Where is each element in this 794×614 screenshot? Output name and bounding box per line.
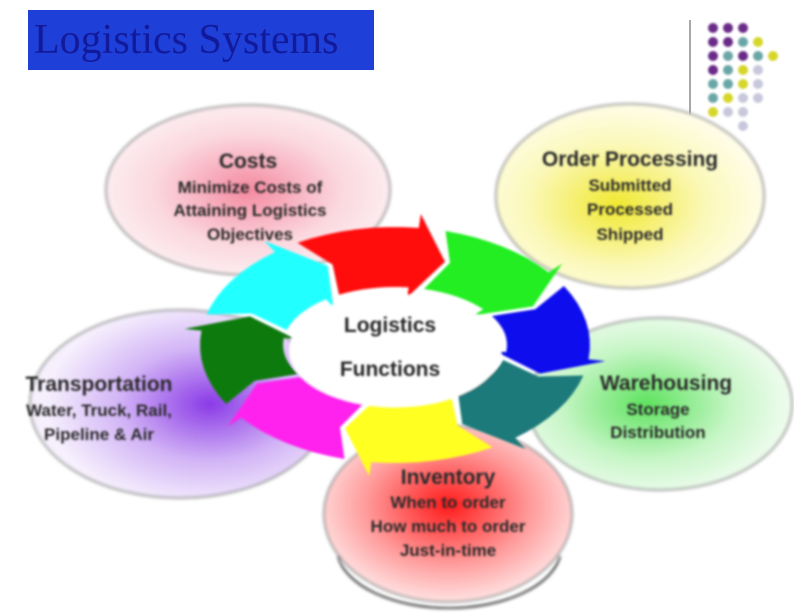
inventory-outline-bottom bbox=[337, 555, 561, 609]
decoration-dot bbox=[723, 93, 733, 103]
ring-arrow-segment bbox=[424, 231, 563, 316]
ring-arrow-segment bbox=[345, 392, 493, 476]
decoration-dot bbox=[738, 79, 748, 89]
node-inventory-title: Inventory bbox=[401, 466, 496, 489]
decoration-dot bbox=[738, 65, 748, 75]
decoration-dot bbox=[723, 65, 733, 75]
ring-arrow-segment bbox=[492, 286, 606, 374]
node-inventory-line: How much to order bbox=[371, 517, 526, 536]
decoration-dot bbox=[753, 51, 763, 61]
decoration-dot bbox=[708, 79, 718, 89]
decoration-dot bbox=[723, 79, 733, 89]
decoration-dot bbox=[708, 51, 718, 61]
decoration-dot bbox=[738, 23, 748, 33]
node-costs-line: Attaining Logistics bbox=[174, 201, 327, 220]
ring-center bbox=[289, 295, 501, 407]
ring-arrow-segment bbox=[206, 241, 334, 330]
node-costs-line: Minimize Costs of bbox=[178, 178, 323, 197]
slide-title: Logistics Systems bbox=[34, 17, 339, 63]
center-label-line2: Functions bbox=[340, 358, 440, 381]
node-order-processing-line: Submitted bbox=[588, 176, 671, 195]
title-banner: Logistics Systems bbox=[28, 10, 374, 70]
decoration-dot bbox=[738, 93, 748, 103]
node-inventory-line: Just-in-time bbox=[400, 541, 496, 560]
decoration-dot bbox=[723, 51, 733, 61]
node-order-processing-title: Order Processing bbox=[542, 148, 718, 171]
ring-arrow-segment bbox=[456, 360, 584, 449]
decoration-dot bbox=[708, 65, 718, 75]
ring-arrow-segment bbox=[297, 214, 445, 298]
decoration-dot bbox=[753, 93, 763, 103]
arrow-ring bbox=[184, 214, 606, 476]
decoration-dot bbox=[738, 121, 748, 131]
node-inventory-line: When to order bbox=[390, 493, 506, 512]
decoration-dot bbox=[753, 65, 763, 75]
decoration-dot bbox=[708, 37, 718, 47]
decoration-dot bbox=[738, 51, 748, 61]
decoration-dot bbox=[723, 23, 733, 33]
decoration-dot bbox=[768, 51, 778, 61]
decoration-dot bbox=[708, 23, 718, 33]
decoration-dot bbox=[753, 79, 763, 89]
decoration-dot bbox=[738, 37, 748, 47]
node-warehousing-line: Distribution bbox=[610, 423, 705, 442]
decoration-dot bbox=[708, 93, 718, 103]
ring-arrow-segment bbox=[184, 316, 298, 404]
decoration-dot bbox=[753, 37, 763, 47]
node-warehousing-line: Storage bbox=[626, 400, 689, 419]
node-transportation-line: Water, Truck, Rail, bbox=[26, 401, 172, 420]
node-order-processing-line: Shipped bbox=[596, 225, 663, 244]
node-order-processing-line: Processed bbox=[587, 200, 673, 219]
decoration-dot bbox=[708, 107, 718, 117]
node-order-processing-ellipse bbox=[495, 103, 765, 289]
decoration-dot bbox=[723, 107, 733, 117]
node-transportation-line: Pipeline & Air bbox=[44, 425, 154, 444]
node-costs-line: Objectives bbox=[207, 225, 293, 244]
decoration-dot bbox=[738, 107, 748, 117]
dot-grid-decoration bbox=[708, 23, 778, 131]
node-warehousing-title: Warehousing bbox=[600, 372, 732, 395]
decoration-dot bbox=[723, 37, 733, 47]
center-label-line1: Logistics bbox=[344, 314, 436, 337]
node-costs-title: Costs bbox=[219, 150, 277, 173]
node-transportation-title: Transportation bbox=[25, 373, 172, 396]
